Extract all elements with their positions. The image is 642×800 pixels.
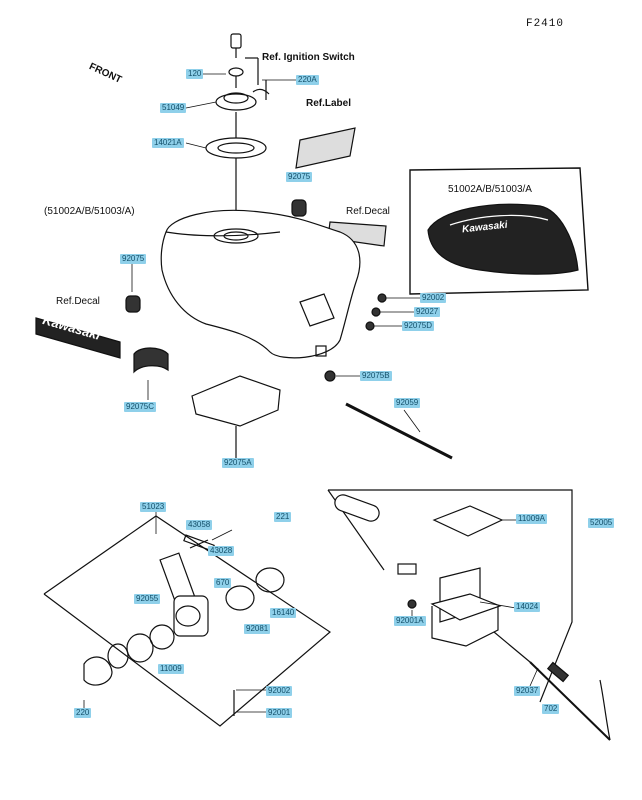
- part-51023[interactable]: 51023: [140, 502, 167, 512]
- fuel-tank: [160, 209, 361, 359]
- part-92081[interactable]: 92081: [244, 624, 271, 634]
- part-92075-left[interactable]: 92075: [120, 254, 147, 264]
- tank-assy-ref: (51002A/B/51003/A): [44, 206, 135, 217]
- part-14021a[interactable]: 14021A: [152, 138, 184, 148]
- part-43058[interactable]: 43058: [186, 520, 213, 530]
- part-92075-top[interactable]: 92075: [286, 172, 313, 182]
- part-92027[interactable]: 92027: [414, 307, 441, 317]
- gasket: [205, 112, 267, 222]
- fuel-tap-box: [43, 515, 331, 727]
- part-120[interactable]: 120: [186, 69, 204, 79]
- part-52005[interactable]: 52005: [588, 518, 615, 528]
- part-702[interactable]: 702: [542, 704, 560, 714]
- ref-label-plate: [295, 127, 356, 169]
- part-92055[interactable]: 92055: [134, 594, 161, 604]
- part-92075a[interactable]: 92075A: [222, 458, 254, 468]
- part-92075d[interactable]: 92075D: [402, 321, 435, 331]
- part-16140[interactable]: 16140: [270, 608, 297, 618]
- part-670[interactable]: 670: [214, 578, 232, 588]
- part-92001[interactable]: 92001: [266, 708, 293, 718]
- part-221[interactable]: 221: [274, 512, 292, 522]
- ref-label: Ref.Label: [306, 98, 352, 109]
- part-92002[interactable]: 92002: [420, 293, 447, 303]
- part-43028[interactable]: 43028: [208, 546, 235, 556]
- ref-decal-left: Ref.Decal: [56, 296, 100, 307]
- part-92002b[interactable]: 92002: [266, 686, 293, 696]
- part-92075b[interactable]: 92075B: [360, 371, 392, 381]
- fuel-filter-box: [327, 489, 611, 741]
- part-92075c[interactable]: 92075C: [124, 402, 157, 412]
- part-51049[interactable]: 51049: [160, 103, 187, 113]
- part-11009[interactable]: 11009: [158, 664, 184, 674]
- ref-ignition-switch: Ref. Ignition Switch: [262, 52, 355, 63]
- ignition-cap-group: [215, 33, 270, 111]
- ref-decal-right: Ref.Decal: [346, 206, 390, 217]
- part-220[interactable]: 220: [74, 708, 92, 718]
- part-220a[interactable]: 220A: [296, 75, 319, 85]
- inset-tank-ref: 51002A/B/51003/A: [448, 184, 532, 195]
- leader-lines: [83, 73, 539, 713]
- part-92059[interactable]: 92059: [394, 398, 421, 408]
- part-92037[interactable]: 92037: [514, 686, 541, 696]
- part-14024[interactable]: 14024: [514, 602, 541, 612]
- inset-box: [409, 167, 589, 295]
- figure-id: F2410: [525, 18, 564, 30]
- part-11009a[interactable]: 11009A: [516, 514, 547, 524]
- part-92001a[interactable]: 92001A: [394, 616, 426, 626]
